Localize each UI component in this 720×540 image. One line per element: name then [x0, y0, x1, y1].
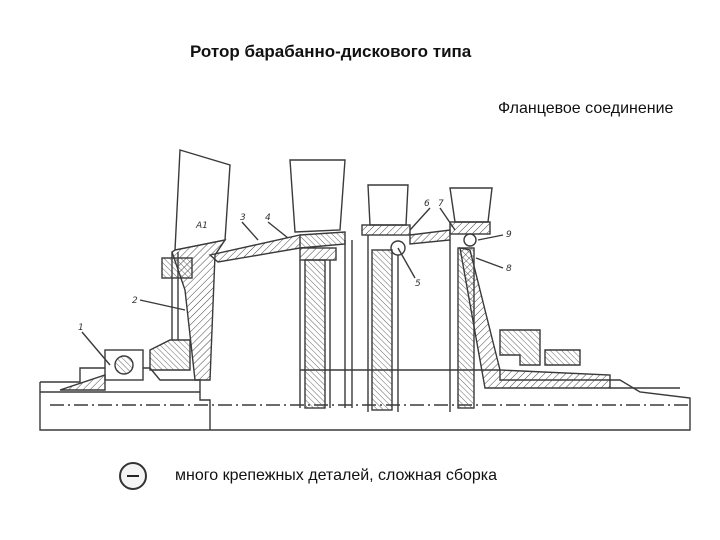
- label-a1: А1: [195, 221, 208, 231]
- flange-connection-heading: Фланцевое соединение: [498, 100, 674, 117]
- blade-3: [367, 184, 409, 226]
- disk-2: [304, 259, 326, 409]
- label-8: 8: [506, 264, 512, 274]
- flange-bolt-9: [463, 233, 477, 247]
- label-9: 9: [506, 230, 512, 240]
- disadvantage-note: много крепежных деталей, сложная сборка: [175, 467, 498, 484]
- minus-icon: [119, 462, 147, 490]
- label-5: 5: [415, 279, 421, 289]
- page-title: Ротор барабанно-дискового типа: [190, 42, 472, 61]
- disk-3: [371, 249, 393, 411]
- label-2: 2: [132, 296, 138, 306]
- label-7: 7: [438, 199, 444, 209]
- label-1: 1: [78, 323, 84, 333]
- rotor-cross-section-drawing: 1 2 3 4 5 6 7 8 9 А1: [39, 149, 691, 431]
- label-3: 3: [240, 213, 246, 223]
- blade-1: [174, 149, 231, 251]
- rear-cone: [459, 247, 611, 389]
- label-6: 6: [424, 199, 430, 209]
- label-4: 4: [265, 213, 271, 223]
- bolt-joint-a1: [161, 257, 193, 279]
- blade-4: [449, 187, 493, 223]
- blade-2: [289, 159, 346, 233]
